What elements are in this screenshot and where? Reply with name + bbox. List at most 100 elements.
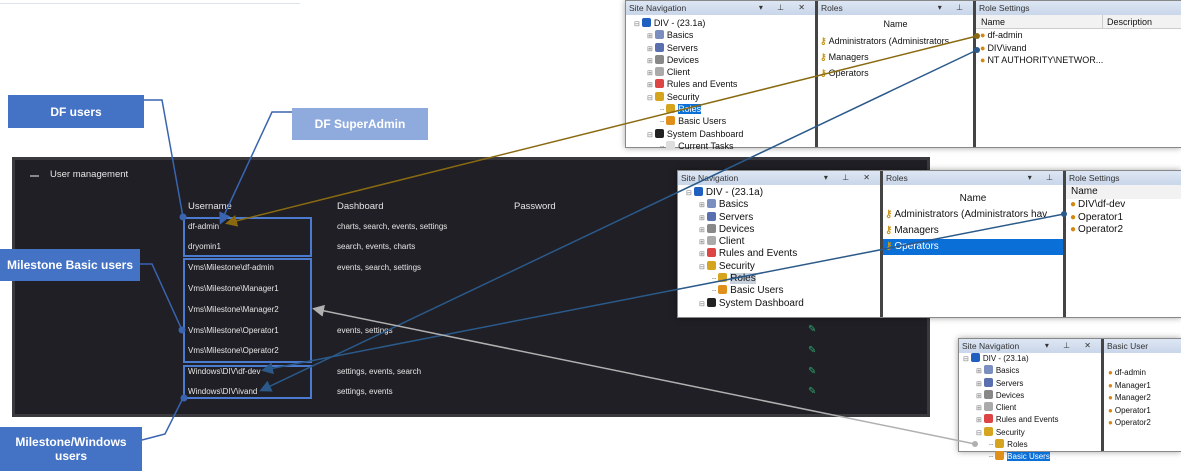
- tree-item[interactable]: ⊟ Security: [963, 426, 1101, 439]
- user-icon: ●: [980, 30, 986, 40]
- role-item[interactable]: ⚷Administrators (Administrators hav: [883, 207, 1063, 223]
- expand-icon[interactable]: ⊟: [647, 131, 655, 139]
- expand-icon[interactable]: ⊞: [647, 70, 655, 78]
- members-list: ●DIV\df-dev●Operator1●Operator2: [1066, 199, 1181, 237]
- dashboard-cell: search, events, charts: [337, 242, 416, 251]
- tree-item[interactable]: ⊞ Client: [963, 402, 1101, 414]
- user-icon: ●: [980, 42, 986, 53]
- expand-icon[interactable]: ⊟: [699, 263, 707, 271]
- role-item[interactable]: ⚷Operators: [883, 239, 1063, 255]
- col-name[interactable]: Name: [976, 15, 1103, 28]
- tree-item[interactable]: ⊟ Security: [634, 91, 815, 103]
- expand-icon[interactable]: ⊞: [976, 417, 984, 425]
- expand-icon[interactable]: ⊟: [699, 300, 707, 308]
- user-item[interactable]: ●DIV\df-dev: [1070, 199, 1181, 212]
- pane-buttons[interactable]: ▾ ⊥ ✕: [1044, 341, 1097, 350]
- user-item[interactable]: ●df-admin: [1108, 367, 1181, 380]
- expand-icon[interactable]: ┄: [989, 442, 996, 450]
- edit-icon[interactable]: ✎: [808, 386, 817, 397]
- pane-buttons[interactable]: ▾ ⊥: [937, 3, 969, 12]
- expand-icon[interactable]: ⊞: [647, 57, 655, 65]
- expand-icon[interactable]: ⊞: [699, 239, 707, 247]
- expand-icon[interactable]: ⊟: [634, 21, 642, 28]
- pane-buttons[interactable]: ▾ ⊥ ✕: [823, 173, 876, 182]
- callout-df-superadmin: DF SuperAdmin: [292, 108, 428, 140]
- role-item[interactable]: ⚷Administrators (Administrators: [818, 33, 973, 49]
- expand-icon[interactable]: ⊟: [647, 94, 655, 102]
- col-description[interactable]: Description: [1107, 17, 1153, 27]
- tree-item[interactable]: ⊞ Client: [686, 236, 880, 248]
- tree-item[interactable]: ⊞ Devices: [686, 223, 880, 236]
- expand-icon[interactable]: ⊞: [699, 214, 707, 222]
- expand-icon[interactable]: ⊞: [647, 45, 655, 53]
- expand-icon[interactable]: ⊞: [699, 226, 707, 234]
- expand-icon[interactable]: ⊞: [976, 368, 984, 376]
- pane-buttons[interactable]: ▾ ⊥ ✕: [758, 3, 811, 12]
- tree-item[interactable]: ⊞ Servers: [634, 42, 815, 54]
- expand-icon[interactable]: ⊞: [647, 33, 655, 41]
- collapse-icon[interactable]: [30, 175, 39, 177]
- tree-item[interactable]: ┄ Roles: [634, 103, 815, 115]
- edit-icon[interactable]: ✎: [808, 366, 817, 377]
- user-item[interactable]: ●Operator2: [1070, 224, 1181, 237]
- user-item[interactable]: ●Operator1: [1108, 405, 1181, 418]
- pane-buttons[interactable]: ▾ ⊥: [1027, 173, 1059, 182]
- pane-title: Site Navigation: [962, 341, 1020, 351]
- tree-item-label: Servers: [666, 42, 698, 53]
- tree-item[interactable]: ⊞ Basics: [686, 199, 880, 211]
- tree-item[interactable]: ⊞ Devices: [634, 54, 815, 66]
- tree-item[interactable]: ⊞ Devices: [963, 389, 1101, 402]
- expand-icon[interactable]: ⊞: [976, 405, 984, 413]
- role-item[interactable]: ⚷Managers: [818, 49, 973, 65]
- role-key-icon: ⚷: [820, 52, 827, 62]
- tree-item[interactable]: ⊟ DIV - (23.1a): [963, 353, 1101, 365]
- role-item[interactable]: ⚷Operators: [818, 65, 973, 81]
- tree-item[interactable]: ⊞ Client: [634, 66, 815, 78]
- expand-icon[interactable]: ⊞: [976, 392, 984, 400]
- tree-item[interactable]: ⊟ DIV - (23.1a): [686, 187, 880, 199]
- tree-item[interactable]: ⊞ Rules and Events: [634, 78, 815, 90]
- user-item[interactable]: ●DIV\ivand: [980, 42, 1181, 55]
- expand-icon[interactable]: ⊟: [976, 429, 984, 437]
- user-name: Operator2: [1078, 224, 1124, 235]
- tree-item[interactable]: ┄ Roles: [686, 273, 880, 285]
- user-item[interactable]: ●Manager2: [1108, 392, 1181, 405]
- tree-item[interactable]: ┄ Roles: [963, 439, 1101, 451]
- user-item[interactable]: ●NT AUTHORITY\NETWOR...: [980, 54, 1181, 67]
- expand-icon[interactable]: ⊟: [686, 190, 694, 197]
- tree-item[interactable]: ┄ Current Tasks: [634, 140, 815, 152]
- user-item[interactable]: ●Operator2: [1108, 417, 1181, 430]
- tree-item[interactable]: ⊞ Rules and Events: [686, 248, 880, 260]
- tree-item[interactable]: ⊞ Rules and Events: [963, 414, 1101, 426]
- expand-icon[interactable]: ⊟: [963, 356, 971, 363]
- user-item[interactable]: ●df-admin: [980, 29, 1181, 42]
- expand-icon[interactable]: ⊞: [699, 202, 707, 210]
- tree-item[interactable]: ⊟ Security: [686, 260, 880, 273]
- tree-item[interactable]: ⊞ Servers: [963, 377, 1101, 390]
- section-title: User management: [50, 169, 129, 180]
- tree-item[interactable]: ⊟ System Dashboard: [686, 297, 880, 310]
- expand-icon[interactable]: ┄: [989, 454, 996, 462]
- user-name: df-admin: [987, 30, 1023, 40]
- role-item[interactable]: ⚷Managers: [883, 223, 1063, 239]
- role-name: Managers: [894, 225, 939, 236]
- username-cell: Vms\Milestone\Manager2: [188, 305, 279, 314]
- tree-item[interactable]: ┄ Basic Users: [634, 115, 815, 127]
- tree-item[interactable]: ┄ Basic Users: [963, 451, 1101, 463]
- username-cell: Windows\DIV\ivand: [188, 387, 258, 396]
- tree-item[interactable]: ⊞ Servers: [686, 211, 880, 224]
- tree-item[interactable]: ⊞ Basics: [963, 365, 1101, 377]
- expand-icon[interactable]: ⊞: [976, 380, 984, 388]
- user-item[interactable]: ●Manager1: [1108, 380, 1181, 393]
- col-name[interactable]: Name: [1066, 185, 1181, 199]
- col-username: Username: [188, 201, 232, 212]
- tree-item[interactable]: ⊟ System Dashboard: [634, 128, 815, 140]
- expand-icon[interactable]: ⊞: [699, 251, 707, 259]
- tree-item[interactable]: ┄ Basic Users: [686, 285, 880, 297]
- user-item[interactable]: ●Operator1: [1070, 212, 1181, 225]
- expand-icon[interactable]: ⊞: [647, 82, 655, 90]
- tree-item[interactable]: ⊞ Basics: [634, 29, 815, 41]
- edit-icon[interactable]: ✎: [808, 345, 817, 356]
- edit-icon[interactable]: ✎: [808, 324, 817, 335]
- tree-item[interactable]: ⊟ DIV - (23.1a): [634, 17, 815, 29]
